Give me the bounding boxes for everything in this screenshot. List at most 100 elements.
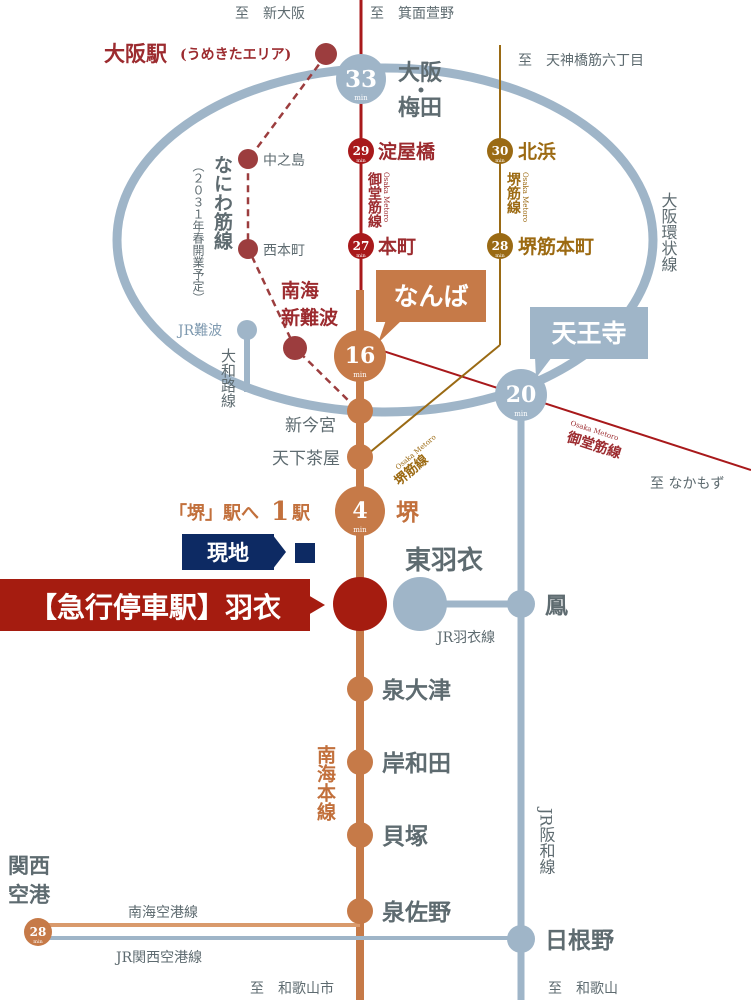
osaka-umekita-station-dot: [315, 43, 337, 65]
honmachi-minutes: 27: [353, 239, 370, 253]
higashi-hagoromo-label: 東羽衣: [405, 545, 483, 576]
tennoji-callout-pointer: [535, 357, 552, 378]
naniwa-line-note: （２０３１年春開業予定）: [191, 160, 205, 304]
kix-label-2: 空港: [8, 882, 51, 907]
yodoyabashi-minutes: 29: [353, 144, 370, 158]
shin-namba-station-dot: [283, 336, 307, 360]
shin-namba-label-2: 新難波: [281, 306, 339, 329]
hagoromo-label-box: [0, 579, 310, 631]
yodoyabashi-label: 淀屋橋: [378, 140, 436, 163]
jr-namba-station-dot: [237, 320, 257, 340]
kitahama-label: 北浜: [518, 141, 556, 163]
sakai-note-pre: 「堺」駅へ: [169, 502, 259, 524]
honmachi-label: 本町: [378, 235, 416, 258]
kishiwada-station-dot: [347, 749, 373, 775]
sakai-min-unit: min: [353, 526, 367, 534]
sakai-note-num: 1: [271, 497, 289, 527]
nishihonmachi-station-dot: [238, 239, 258, 259]
kitahama-min-unit: min: [495, 158, 505, 164]
yodoyabashi-min-unit: min: [356, 158, 366, 164]
osaka-umekita-label: 大阪駅: [104, 41, 168, 66]
jr-hagoromo-line-label: JR羽衣線: [435, 630, 495, 646]
umeda-min-unit: min: [354, 94, 368, 102]
nakanoshima-station-dot: [238, 149, 258, 169]
kaizuka-label: 貝塚: [382, 823, 428, 850]
naniwa-line-label: なにわ筋線: [211, 155, 233, 251]
sakai-station-circle: [335, 486, 385, 536]
to-wakayama-label: 至 和歌山: [548, 981, 618, 997]
kishiwada-label: 岸和田: [382, 750, 451, 777]
sakai-minutes: 4: [352, 498, 367, 524]
izumiotsu-label: 泉大津: [382, 677, 451, 704]
sakaisuji-vertical-osaka-metro: Osaka Metoro: [521, 172, 529, 222]
kix-min-unit: min: [33, 939, 43, 945]
namba-min-unit: min: [353, 371, 367, 379]
kitahama-station-badge: [487, 138, 513, 164]
tengachaya-station-dot: [347, 444, 373, 470]
hagoromo-label-pointer: [308, 595, 325, 615]
kix-minutes: 28: [30, 925, 47, 939]
namba-callout-box: [376, 270, 486, 322]
osaka-loop-line: [112, 63, 658, 417]
kix-station-badge: [24, 918, 52, 946]
tengachaya-label: 天下茶屋: [272, 449, 340, 469]
to-minoh-kayano-label: 至 箕面萱野: [370, 5, 454, 22]
midosuji-vertical-osaka-metro: Osaka Metoro: [382, 172, 390, 222]
tennoji-station-circle: [495, 369, 547, 421]
umeda-label-1: 大阪: [398, 60, 442, 86]
to-nakamozu-label: 至 なかもず: [650, 476, 724, 492]
umeda-minutes: 33: [345, 66, 377, 93]
sakaisuji-honmachi-station-badge: [487, 233, 513, 259]
hineno-label: 日根野: [545, 927, 614, 954]
nakanoshima-label: 中之島: [263, 153, 305, 169]
genchi-label-pointer: [272, 534, 286, 570]
namba-minutes: 16: [345, 343, 376, 369]
namba-callout-label: なんば: [393, 282, 468, 311]
umeda-dot-separator: [418, 87, 424, 93]
shin-namba-label-1: 南海: [281, 279, 319, 302]
honmachi-station-badge: [348, 233, 374, 259]
jr-namba-label: JR難波: [176, 323, 222, 339]
osaka-umekita-sub: (うめきたエリア): [180, 47, 291, 63]
genchi-label: 現地: [207, 540, 249, 565]
sakaisuji-honmachi-minutes: 28: [492, 239, 509, 253]
izumisano-label: 泉佐野: [382, 899, 451, 926]
hineno-station-dot: [507, 925, 535, 953]
umeda-station-circle: [336, 54, 386, 104]
sakaisuji-diagonal-line: [362, 344, 501, 459]
namba-station-circle: [334, 330, 386, 382]
to-shin-osaka-label: 至 新大阪: [235, 6, 305, 22]
genchi-marker: [295, 543, 315, 563]
kaizuka-station-dot: [347, 822, 373, 848]
yamatoji-line-label: 大和路線: [219, 348, 237, 408]
tennoji-minutes: 20: [506, 382, 537, 408]
otori-station-dot: [507, 590, 535, 618]
jr-kansai-airport-line-label: JR関西空港線: [114, 950, 202, 966]
hagoromo-label: 【急行停車駅】羽衣: [29, 591, 281, 624]
tennoji-callout-label: 天王寺: [551, 319, 626, 348]
jr-hanwa-line-label: JR阪和線: [537, 806, 556, 875]
midosuji-diagonal-line: [379, 349, 751, 471]
otori-label: 鳳: [545, 592, 568, 619]
shin-imamiya-station-dot: [347, 398, 373, 424]
sakai-label: 堺: [396, 499, 420, 526]
nishihonmachi-label: 西本町: [263, 243, 305, 259]
sakaisuji-vertical-label: 堺筋線: [505, 171, 521, 215]
sakai-note-post: 駅: [291, 503, 311, 524]
tennoji-min-unit: min: [514, 410, 528, 418]
yodoyabashi-station-badge: [348, 138, 374, 164]
higashi-hagoromo-station-circle: [393, 577, 447, 631]
kitahama-minutes: 30: [492, 144, 509, 158]
genchi-label-box: [182, 534, 274, 570]
midosuji-vertical-label: 御堂筋線: [366, 171, 383, 229]
osaka-loop-line-label: 大阪環状線: [659, 192, 678, 272]
umeda-label-2: 梅田: [398, 95, 442, 121]
nankai-airport-line-label: 南海空港線: [128, 905, 198, 921]
to-tenjinbashi-label: 至 天神橋筋六丁目: [518, 52, 644, 69]
kix-label-1: 関西: [8, 853, 50, 878]
izumisano-station-dot: [347, 898, 373, 924]
shin-imamiya-label: 新今宮: [285, 416, 336, 436]
sakaisuji-honmachi-min-unit: min: [495, 253, 505, 259]
to-wakayamashi-label: 至 和歌山市: [250, 980, 334, 997]
